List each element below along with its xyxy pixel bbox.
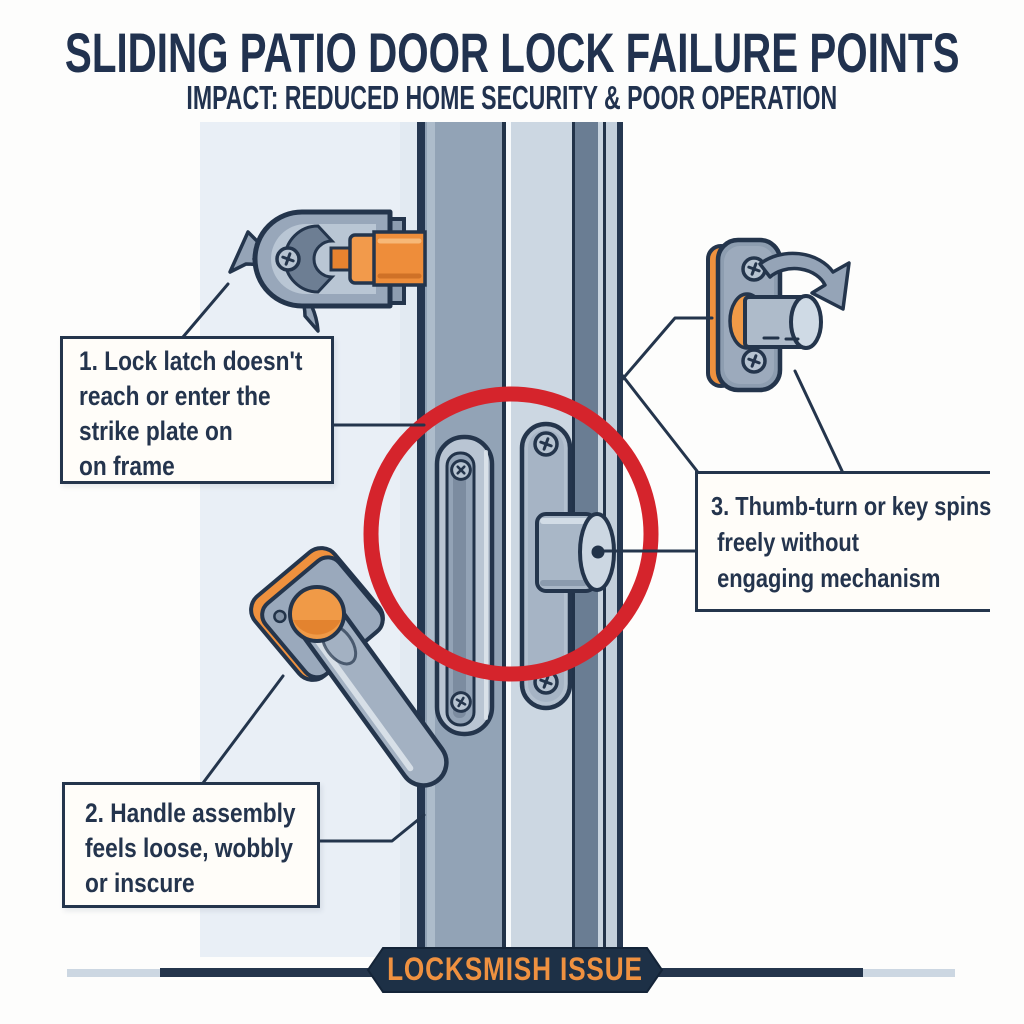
leader-line-3c <box>620 373 699 473</box>
callout-box-1: 1. Lock latch doesn't reach or enter the… <box>60 336 334 484</box>
callout-3-text: 3. Thumb-turn or key spins freely withou… <box>711 491 992 593</box>
banner-ribbon <box>366 947 664 993</box>
thumbturn-detail <box>706 237 851 393</box>
red-circle-highlight <box>363 386 659 682</box>
handle-assembly <box>249 546 449 788</box>
latch-claw <box>283 224 336 294</box>
leader-line-3b <box>618 316 714 384</box>
latch-mechanism <box>228 209 427 333</box>
callout-box-3: 3. Thumb-turn or key spins freely withou… <box>695 471 992 612</box>
callout-box-2: 2. Handle assembly feels loose, wobbly o… <box>62 782 320 908</box>
phillips-screw-icon <box>275 246 301 272</box>
curved-arrow-cw-icon <box>758 251 851 311</box>
leader-line-2a <box>201 674 285 785</box>
leader-line-1a <box>181 282 230 339</box>
footer <box>67 947 955 993</box>
leader-line-2b <box>318 813 426 843</box>
callout-1-text: 1. Lock latch doesn't reach or enter the… <box>79 346 303 481</box>
callout-leader-lines <box>181 282 845 843</box>
footer-banner-label: LOCKSMISH ISSUE <box>387 951 643 987</box>
phillips-screw-icon <box>741 348 767 374</box>
phillips-screw-icon <box>533 431 559 457</box>
footer-banner: LOCKSMISH ISSUE <box>368 947 662 992</box>
leader-line-3d <box>793 369 845 475</box>
leader-dot <box>591 545 605 559</box>
callout-2-text: 2. Handle assembly feels loose, wobbly o… <box>85 798 296 898</box>
phillips-screw-icon <box>448 689 474 715</box>
